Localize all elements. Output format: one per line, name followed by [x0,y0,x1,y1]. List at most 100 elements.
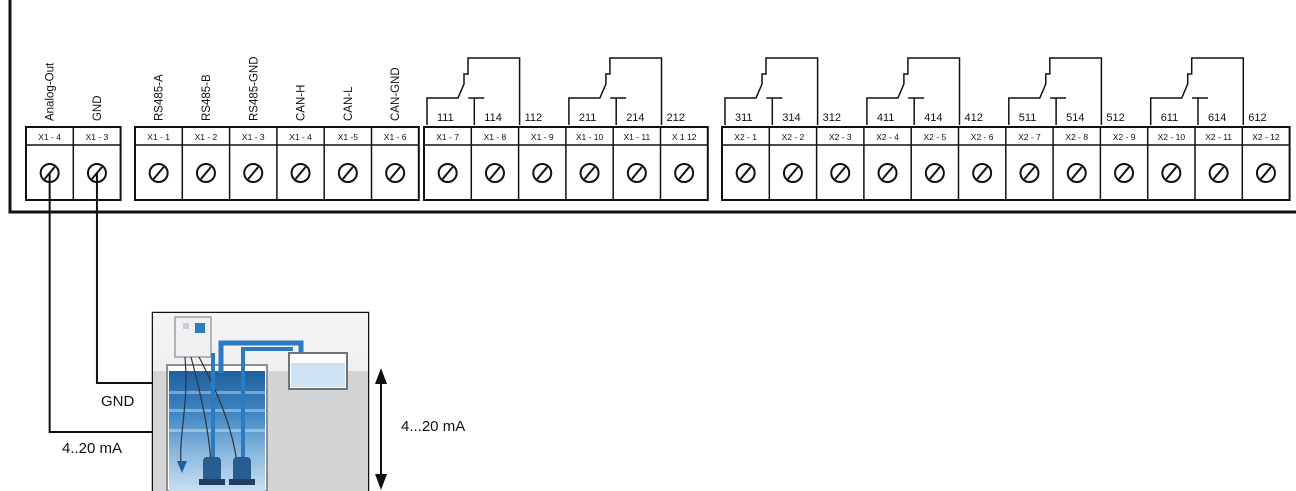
terminal-id: X1 - 3 [242,132,265,142]
screw-slot [1118,166,1130,180]
screw-slot [976,166,988,180]
relay-switch-line [724,57,819,125]
relay-5: 511 514 512 [1008,57,1125,125]
relay-switch-line [1008,57,1103,125]
tank-drawing [153,313,368,491]
screw-slot [929,166,941,180]
terminal-id: X1 - 11 [623,132,650,142]
relay-contact-number: 511 [1019,112,1037,124]
screw-slot [1023,166,1036,180]
terminal-id: X2 - 6 [971,132,994,142]
relay-contact-number: 211 [579,112,597,124]
range-arrow-up-icon [375,368,387,384]
gnd-wire [95,173,153,384]
discharge-pipe-2 [241,347,293,463]
pump-1 [203,457,221,483]
terminal-id: X 1 12 [672,132,697,142]
terminal-id: X2 - 10 [1158,132,1186,142]
control-box [174,316,212,358]
screw-slot [441,166,454,180]
screw-slot [152,166,165,180]
terminal-id: X1 - 4 [38,132,61,142]
terminal-id: X2 - 3 [829,132,852,142]
relay-contact-number: 612 [1248,112,1266,124]
terminal-id: X2 - 2 [782,132,805,142]
terminal-id: X1 -5 [338,132,359,142]
screw-slot [489,166,501,180]
screw-slot [1165,166,1178,180]
relay-contact-number: 114 [484,112,502,124]
screw-slot [583,166,596,180]
terminal-id: X2 - 12 [1252,132,1280,142]
terminal-label: RS485-GND [248,56,260,121]
relay-contact-number: 314 [782,112,800,124]
terminal-label: RS485-A [154,74,166,121]
terminal-id: X1 - 10 [576,132,604,142]
terminal-id: X1 - 6 [384,132,407,142]
signal-wire-label: 4..20 mA [62,440,123,457]
screw-slot [678,166,690,180]
terminal-id: X2 - 5 [924,132,947,142]
terminal-id: X1 - 2 [195,132,218,142]
terminal-block-bus: X1 - 1 RS485-A X1 - 2 RS485-B X1 - 3 RS485-GN… [134,56,420,201]
screw-slot [294,166,307,180]
level-range-label: 4...20 mA [401,418,466,435]
relay-contact-number: 512 [1106,112,1124,124]
screw-slot [536,166,549,180]
terminal-id: X1 - 9 [531,132,554,142]
terminal-block-relay-x1: X1 - 7 X1 - 8 X1 - 9 X1 - 10 X1 - 11 X 1 12 [423,126,709,201]
screw-slot [1070,166,1083,180]
screw-slot [739,166,752,180]
terminal-id: X2 - 11 [1205,132,1232,142]
screw-slot [342,166,354,180]
terminal-id: X2 - 7 [1018,132,1041,142]
terminal-id: X1 - 3 [86,132,109,142]
screw-slot [389,166,401,180]
relay-contact-number: 212 [667,112,685,124]
range-arrow-down-icon [375,474,387,490]
relay-switch-line [1149,57,1245,125]
terminal-id: X1 - 4 [289,132,312,142]
control-display [195,323,205,333]
relay-contact-number: 514 [1066,112,1084,124]
relay-contact-number: 111 [437,112,454,124]
relay-switch-line [568,57,663,125]
relay-contact-number: 411 [877,112,895,124]
terminal-label: CAN-GND [390,67,402,121]
terminal-label: CAN-L [343,86,355,121]
screw-slot [787,166,799,180]
relay-2: 211 214 212 [568,57,685,125]
terminal-id: X1 - 7 [436,132,459,142]
terminal-id: X2 - 1 [734,132,757,142]
screw-slot [881,166,894,180]
screw-slot [200,166,212,180]
relay-3: 311 314 312 [724,57,841,125]
screw-slot [247,166,260,180]
relay-contact-number: 311 [735,112,753,124]
relay-contact-number: 412 [965,112,983,124]
screw-slot [1260,166,1272,180]
relay-contact-number: 611 [1161,112,1179,124]
relay-switch-line [426,57,521,125]
screw-slot [631,166,643,180]
terminal-id: X2 - 9 [1113,132,1136,142]
analog-out-wire [48,173,153,433]
pump-2 [233,457,251,483]
relay-contact-number: 214 [626,112,644,124]
gnd-wire-label: GND [101,393,135,410]
housing-outline [8,0,1296,214]
relay-contact-number: 112 [525,112,543,124]
float-switch [177,461,187,473]
screw-slot [834,166,847,180]
terminal-id: X2 - 8 [1065,132,1088,142]
terminal-label: RS485-B [201,74,213,121]
terminal-id: X1 - 1 [147,132,170,142]
relay-contact-number: 312 [823,112,841,124]
terminal-id: X1 - 8 [484,132,507,142]
